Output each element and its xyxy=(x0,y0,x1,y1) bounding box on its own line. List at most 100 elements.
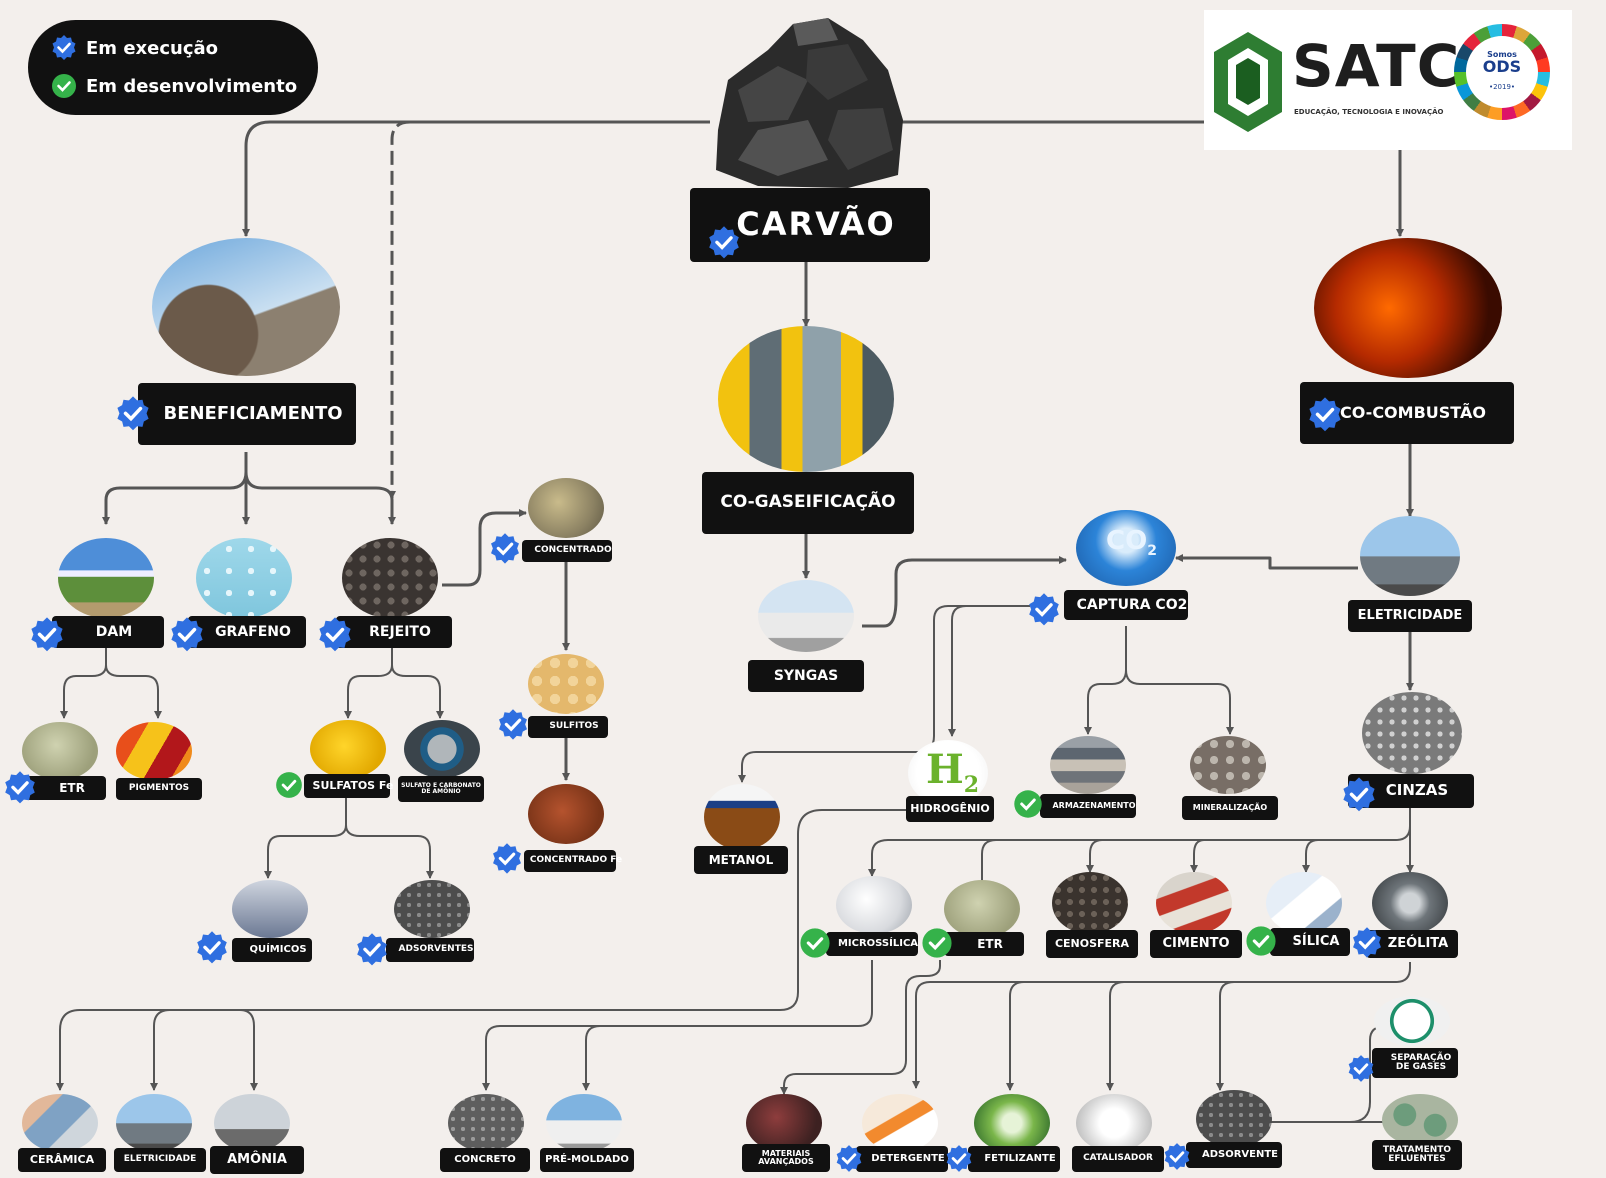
separacao-gases-label: SEPARAÇÃO DE GASES xyxy=(1372,1048,1458,1078)
etr-cinzas-photo xyxy=(944,880,1020,938)
verified-badge-icon xyxy=(5,771,35,804)
dam-label: DAM xyxy=(52,616,164,648)
ods-seal: Somos ODS •2019• xyxy=(1454,24,1550,120)
eletricidade-h2-photo xyxy=(116,1094,192,1152)
concentrado-fe-status-badge xyxy=(490,842,524,880)
verified-badge-icon xyxy=(197,931,227,964)
eletricidade-photo xyxy=(1360,516,1460,596)
quimicos-status-badge xyxy=(194,930,230,970)
sulfitos-status-badge xyxy=(496,708,530,746)
etr-cinzas-label: ETR xyxy=(944,932,1024,956)
adsorventes-label: ADSORVENTES xyxy=(386,938,474,962)
legend: Em execução Em desenvolvimento xyxy=(28,20,318,115)
microssilica-label: MICROSSÍLICA xyxy=(826,932,918,956)
concentrado-photo xyxy=(528,478,604,538)
catalisador-label: CATALISADOR xyxy=(1072,1146,1164,1172)
microssilica-photo xyxy=(836,876,912,934)
verified-badge-icon xyxy=(171,617,203,652)
dam-status-badge xyxy=(28,616,66,658)
verified-badge-icon xyxy=(117,396,149,431)
co-combustao-status-badge xyxy=(1306,396,1344,438)
co-combustao-photo xyxy=(1314,238,1502,378)
adsorventes-photo xyxy=(394,880,470,938)
verified-badge-icon xyxy=(1309,397,1341,432)
verified-badge-icon xyxy=(1164,1143,1190,1170)
sulfatos-fe-status-badge xyxy=(274,770,304,804)
grafeno-photo xyxy=(196,538,292,618)
verified-badge-icon xyxy=(357,933,387,966)
catalisador-photo xyxy=(1076,1094,1152,1152)
quimicos-photo xyxy=(232,880,308,938)
dam-photo xyxy=(58,538,154,618)
ceramica-photo xyxy=(22,1094,98,1152)
zeolita-label: ZEÓLITA xyxy=(1366,930,1458,958)
legend-execucao-label: Em execução xyxy=(86,37,219,59)
verified-badge-icon xyxy=(836,1145,862,1172)
materiais-avancados-photo xyxy=(746,1094,822,1152)
verified-badge-icon xyxy=(52,35,76,60)
verified-badge-icon xyxy=(319,617,351,652)
metanol-photo xyxy=(704,784,780,850)
verified-badge-icon xyxy=(499,709,527,740)
beneficiamento-status-badge xyxy=(114,395,152,437)
satc-brand: SATC xyxy=(1292,32,1461,100)
check-circle-icon xyxy=(1246,926,1276,956)
syngas-photo xyxy=(758,580,854,652)
verified-badge-icon xyxy=(1343,777,1375,812)
verified-badge-icon xyxy=(709,226,739,259)
concreto-label: CONCRETO xyxy=(440,1148,530,1172)
syngas-label: SYNGAS xyxy=(748,660,864,692)
eletricidade-h2-label: ELETRICIDADE xyxy=(114,1148,206,1172)
zeolita-status-badge xyxy=(1350,926,1384,964)
separacao-gases-status-badge xyxy=(1346,1054,1376,1088)
legend-desenvolvimento-label: Em desenvolvimento xyxy=(86,75,298,97)
detergente-status-badge xyxy=(834,1144,864,1178)
cenosfera-photo xyxy=(1052,872,1128,934)
pigmentos-label: PIGMENTOS xyxy=(116,778,202,800)
tratamento-efluentes-photo xyxy=(1382,1094,1458,1146)
verified-badge-icon xyxy=(31,617,63,652)
hidrogenio-photo: H2 xyxy=(908,740,988,806)
check-circle-icon xyxy=(800,928,830,958)
cimento-photo xyxy=(1156,872,1232,934)
fertilizante-photo xyxy=(974,1094,1050,1152)
mineralizacao-photo xyxy=(1190,736,1266,794)
armazenamento-photo xyxy=(1050,736,1126,794)
verified-badge-icon xyxy=(493,843,521,874)
cenosfera-label: CENOSFERA xyxy=(1046,930,1138,958)
sulfitos-label: SULFITOS xyxy=(528,716,608,738)
check-circle-icon xyxy=(276,772,302,798)
etr-dam-photo xyxy=(22,722,98,780)
etr-dam-label: ETR xyxy=(26,776,106,800)
eletricidade-label: ELETRICIDADE xyxy=(1348,600,1472,632)
verified-badge-icon xyxy=(946,1145,972,1172)
adsorvente-photo xyxy=(1196,1090,1272,1148)
verified-badge-icon xyxy=(1029,593,1059,626)
ods-line1: Somos xyxy=(1487,50,1517,59)
check-circle-icon xyxy=(1014,790,1042,818)
satc-shield-icon xyxy=(1214,32,1282,132)
silica-label: SÍLICA xyxy=(1270,928,1350,956)
silica-photo xyxy=(1266,872,1342,934)
concreto-photo xyxy=(448,1094,524,1152)
co-gaseificacao-photo xyxy=(718,326,894,472)
sulfatos-fe-photo xyxy=(310,720,386,778)
verified-badge-icon xyxy=(1348,1055,1374,1082)
etr-dam-status-badge xyxy=(2,770,38,810)
verified-badge-icon xyxy=(491,533,519,564)
etr-cinzas-status-badge xyxy=(920,926,954,964)
captura-co2-label: CAPTURA CO2 xyxy=(1064,590,1188,620)
pre-moldado-label: PRÉ-MOLDADO xyxy=(540,1148,634,1172)
concentrado-fe-photo xyxy=(528,784,604,844)
ceramica-label: CERÂMICA xyxy=(18,1148,106,1172)
grafeno-label: GRAFENO xyxy=(188,616,306,648)
legend-desenvolvimento: Em desenvolvimento xyxy=(50,72,297,100)
metanol-label: METANOL xyxy=(694,846,788,874)
adsorvente-status-badge xyxy=(1162,1142,1192,1176)
beneficiamento-photo xyxy=(152,238,340,376)
satc-tagline: EDUCAÇÃO, TECNOLOGIA E INOVAÇÃO xyxy=(1294,108,1444,116)
armazenamento-status-badge xyxy=(1012,788,1044,824)
pre-moldado-photo xyxy=(546,1094,622,1152)
check-circle-icon xyxy=(52,74,76,98)
